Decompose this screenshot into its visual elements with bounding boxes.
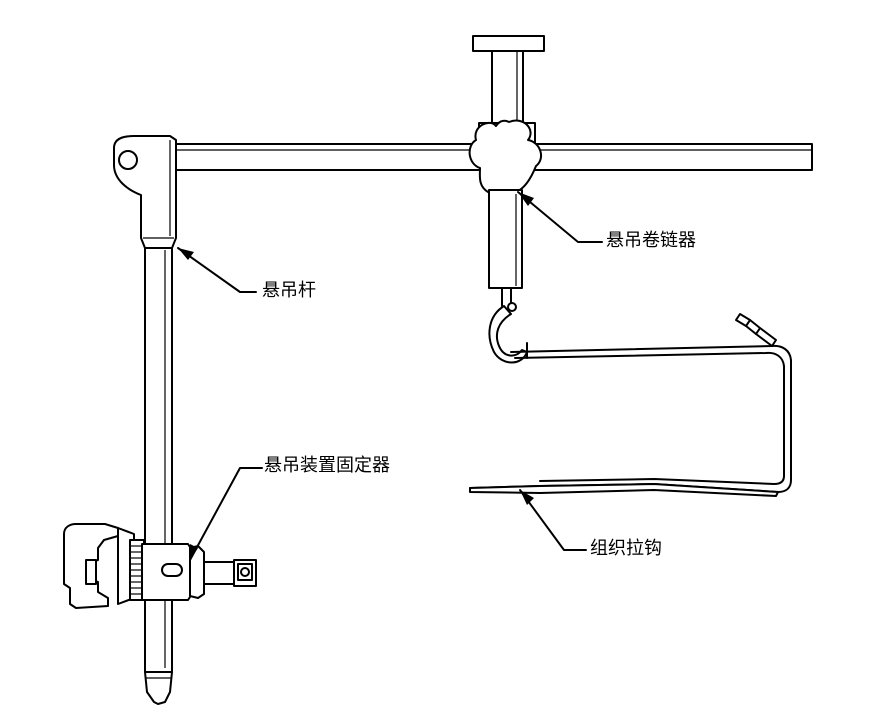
leader-retractor: [519, 489, 587, 551]
leader-winch: [517, 191, 603, 243]
label-suspension-winch: 悬吊卷链器: [606, 230, 696, 251]
leader-rod: [177, 247, 257, 293]
label-tissue-retractor: 组织拉钩: [590, 538, 662, 559]
corner-elbow: [113, 135, 177, 249]
label-suspension-fixer: 悬吊装置固定器: [264, 455, 390, 476]
leader-fixer: [189, 467, 263, 561]
suspension-rod: [144, 244, 173, 705]
suspension-winch: [468, 35, 545, 364]
suspension-fixer: [63, 523, 257, 609]
tissue-retractor: [469, 313, 792, 497]
label-suspension-rod: 悬吊杆: [262, 280, 316, 301]
